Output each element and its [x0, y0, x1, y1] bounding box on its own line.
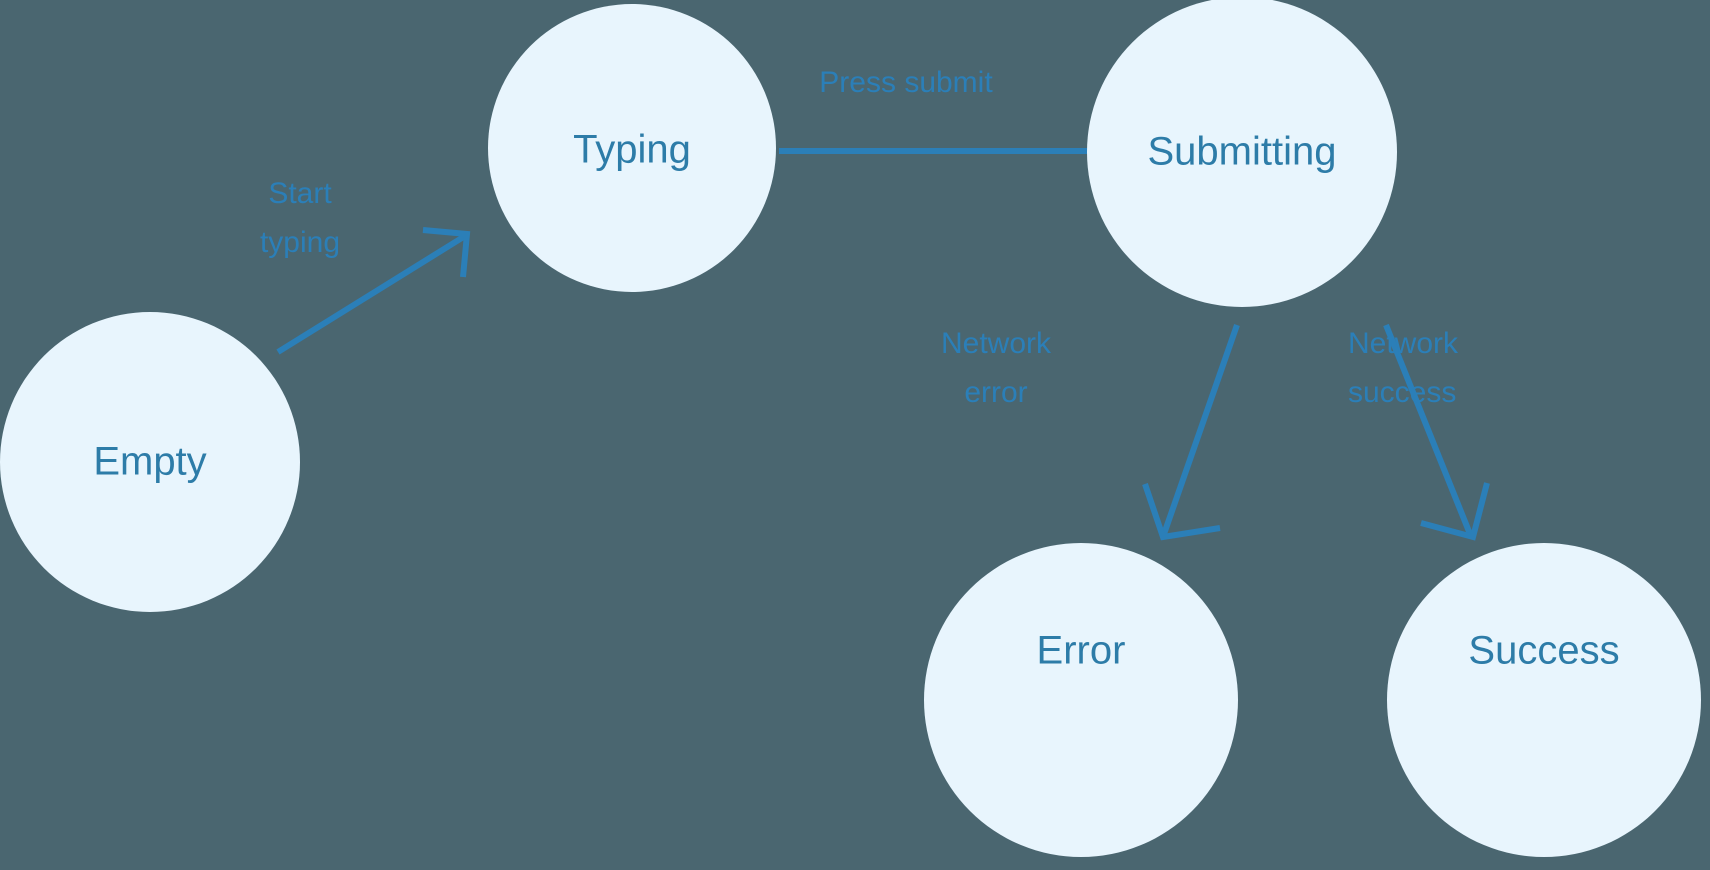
state-node-label: Empty	[93, 440, 206, 484]
state-node-label: Success	[1468, 629, 1619, 673]
edge-label-line-2: typing	[260, 226, 340, 259]
state-node-label: Typing	[573, 128, 691, 172]
edge-submitting-to-success	[1383, 323, 1490, 541]
edge-line	[276, 233, 467, 355]
state-node-label: Error	[1037, 629, 1126, 673]
state-node-shape[interactable]	[1387, 543, 1701, 857]
state-node-success[interactable]: Success	[1387, 543, 1701, 857]
edge-submitting-to-error	[1142, 324, 1240, 541]
edge-line	[1161, 324, 1240, 535]
edge-label-submitting-to-success: Network success	[1348, 327, 1459, 409]
arrowhead-icon	[422, 227, 471, 278]
edge-label-line-2: error	[964, 376, 1027, 409]
state-node-shape[interactable]	[488, 4, 776, 292]
edge-empty-to-typing	[276, 227, 471, 355]
state-node-label: Submitting	[1148, 130, 1337, 174]
edge-label-line-2: success	[1348, 376, 1456, 409]
edge-label-empty-to-typing: Start typing	[260, 177, 340, 259]
edge-line	[1383, 323, 1473, 536]
state-node-error[interactable]: Error	[924, 543, 1238, 857]
state-node-shape[interactable]	[0, 312, 300, 612]
edge-label-line-1: Network	[941, 327, 1052, 360]
edge-label-typing-to-submitting: Press submit	[819, 66, 993, 99]
edge-label-line-1: Network	[1348, 327, 1459, 360]
state-node-shape[interactable]	[924, 543, 1238, 857]
edge-label-submitting-to-error: Network error	[941, 327, 1052, 409]
state-node-empty[interactable]: Empty	[0, 312, 300, 612]
edge-label-line-1: Press submit	[819, 66, 993, 99]
arrowhead-icon	[1420, 482, 1490, 541]
state-node-shape[interactable]	[1087, 0, 1397, 307]
edge-label-line-1: Start	[268, 177, 332, 210]
state-node-typing[interactable]: Typing	[488, 4, 776, 292]
state-node-submitting[interactable]: Submitting	[1087, 0, 1397, 307]
arrowhead-icon	[1142, 483, 1221, 541]
